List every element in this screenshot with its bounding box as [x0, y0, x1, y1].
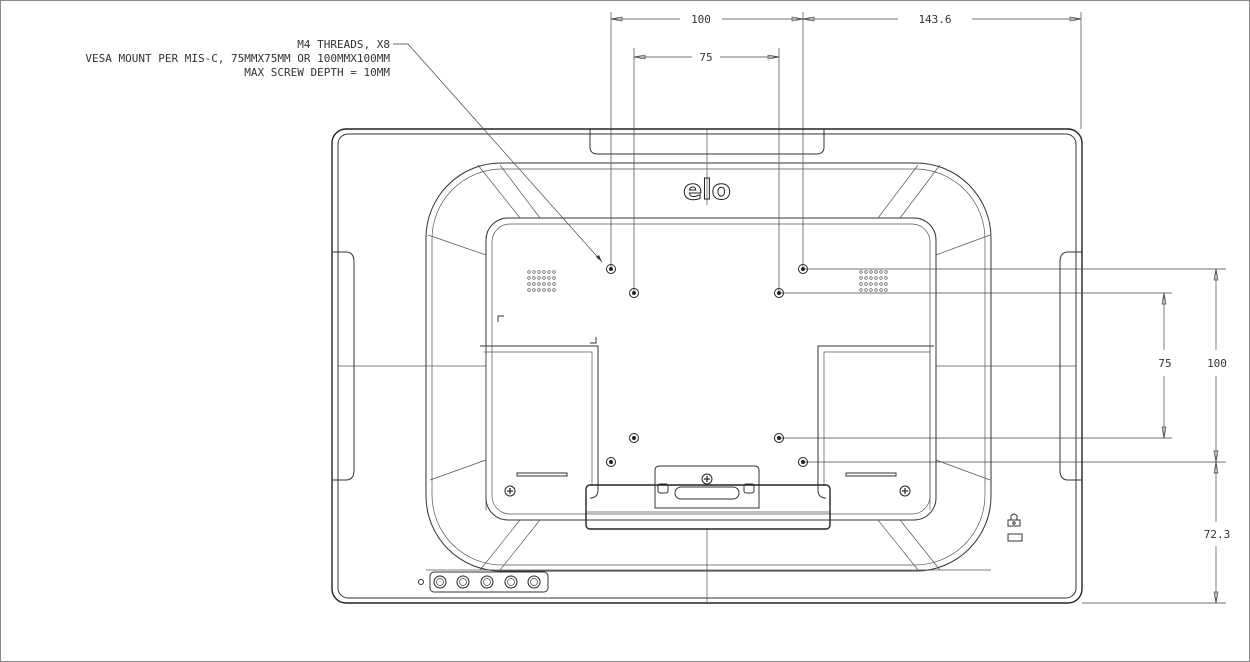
callout-line-2: VESA MOUNT PER MIS-C, 75MMX75MM OR 100MM… [85, 52, 390, 65]
rear-housing-outer [425, 162, 992, 572]
callout-arrow [596, 255, 602, 262]
recessed-panel-inner [491, 223, 931, 515]
corner-mark-br [590, 337, 597, 344]
rib-top-right-2 [899, 164, 941, 219]
control-button-icon[interactable] [480, 575, 494, 589]
dimension-top-75: 75 [633, 48, 780, 292]
rib-left-bottom [429, 459, 487, 481]
vesa-holes [606, 264, 808, 467]
callout: M4 THREADS, X8 VESA MOUNT PER MIS-C, 75M… [85, 38, 603, 263]
dim-right-75-label: 75 [1158, 357, 1171, 370]
dimension-right-100: 100 [805, 268, 1227, 463]
control-button-icon[interactable] [456, 575, 470, 589]
dim-right-100-label: 100 [1207, 357, 1227, 370]
vesa-hole-100-bl-icon [606, 457, 616, 467]
dimension-right-72: 72.3 [1082, 461, 1231, 604]
dimension-right-75: 75 [781, 292, 1172, 439]
elo-logo: elo [683, 173, 731, 206]
rib-right-bottom [935, 459, 991, 481]
rib-top-left-2 [499, 164, 541, 219]
dim-top-75-label: 75 [699, 51, 712, 64]
corner-mark-tl [497, 315, 504, 322]
power-led-icon [418, 579, 424, 585]
callout-leader [393, 43, 603, 263]
speaker-grille-left [527, 270, 556, 292]
dim-right-72-label: 72.3 [1204, 528, 1231, 541]
stand-mount-block [585, 465, 831, 530]
vesa-hole-75-bl-icon [629, 433, 639, 443]
rib-right-top [935, 234, 991, 256]
rib-top-left [477, 164, 521, 219]
rib-bottom-right-2 [899, 519, 941, 571]
button-strip [429, 571, 549, 593]
control-button-icon[interactable] [527, 575, 541, 589]
callout-line-3: MAX SCREW DEPTH = 10MM [244, 66, 390, 79]
dimension-top-143: 143.6 [802, 12, 1082, 129]
rib-bottom-right [877, 519, 919, 571]
dim-top-143-label: 143.6 [918, 13, 951, 26]
kensington-lock-icon [1007, 513, 1023, 542]
dim-top-100-label: 100 [691, 13, 711, 26]
dimension-top-100: 100 [610, 12, 804, 268]
top-bar [589, 129, 825, 155]
phillips-screw-icon [504, 485, 516, 497]
right-handle [1059, 251, 1082, 481]
stand-bracket-right [817, 345, 934, 510]
control-panel [418, 571, 549, 593]
rib-bottom-left-2 [499, 519, 541, 571]
phillips-screws [504, 473, 911, 497]
recessed-panel [485, 217, 937, 521]
rib-left-top [427, 234, 487, 256]
phillips-screw-icon [701, 473, 713, 485]
stand-bracket-left [480, 345, 599, 510]
speaker-grille-right [859, 270, 888, 292]
left-handle [332, 251, 355, 481]
phillips-screw-icon [899, 485, 911, 497]
rib-top-right [877, 164, 919, 219]
control-button-icon[interactable] [433, 575, 447, 589]
rear-housing-inner [431, 168, 986, 566]
control-button-icon[interactable] [504, 575, 518, 589]
callout-line-1: M4 THREADS, X8 [297, 38, 390, 51]
rib-bottom-left [479, 519, 521, 571]
